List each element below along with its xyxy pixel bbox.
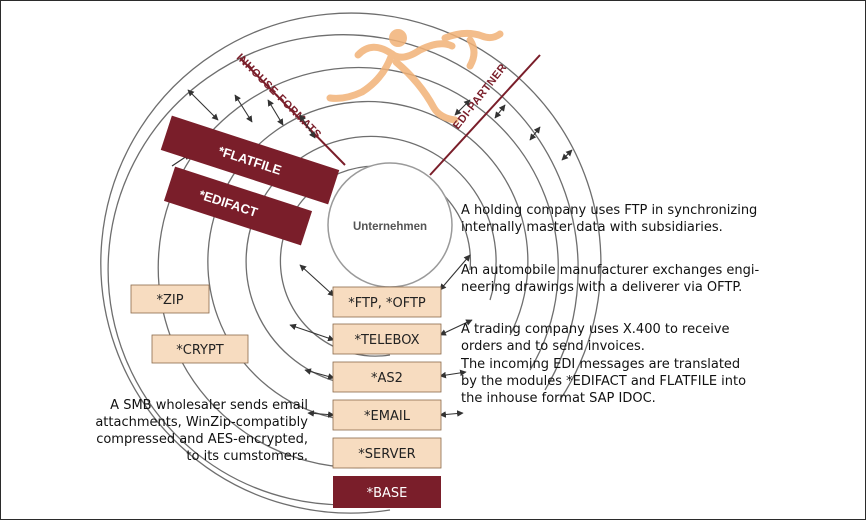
arrow-tl-3 <box>267 99 284 126</box>
as2-module: *AS2 <box>332 361 442 393</box>
partner-divider-line <box>429 54 541 176</box>
base-module: *BASE <box>333 476 441 508</box>
arrow-email-out <box>439 410 464 418</box>
connector-arrows <box>171 89 573 418</box>
arrow-tl-4 <box>299 114 316 139</box>
arrow-telebox-in <box>289 323 335 342</box>
arrow-tr-3 <box>529 126 541 141</box>
arrow-as2-in <box>304 368 335 380</box>
server-module: *SERVER <box>332 437 442 469</box>
ftp-oftp-module: *FTP, *OFTP <box>332 286 442 318</box>
arc-4 <box>207 100 529 423</box>
base-label: *BASE <box>367 486 408 501</box>
center-label: Unternehmen <box>353 221 427 233</box>
telebox-label: *TELEBOX <box>354 333 419 348</box>
arrow-tl-2 <box>234 94 253 123</box>
arc-outer-2 <box>107 34 579 506</box>
note-smb-wholesaler: A SMB wholesaler sends email attachments… <box>95 398 308 464</box>
note-holding-company: A holding company uses FTP in synchroniz… <box>461 203 758 235</box>
arrow-email-in <box>307 410 335 418</box>
as2-label: *AS2 <box>371 371 403 386</box>
note-incoming-edi: The incoming EDI messages are translated… <box>461 357 747 406</box>
arc-outer-1 <box>100 12 602 514</box>
ftp-oftp-label: *FTP, *OFTP <box>348 296 426 311</box>
arrow-tr-1 <box>454 99 471 116</box>
arrow-tr-2 <box>494 104 506 119</box>
running-figure-logo <box>326 29 504 124</box>
arrow-telebox-out <box>439 319 473 336</box>
server-label: *SERVER <box>358 447 415 462</box>
email-label: *EMAIL <box>364 409 411 424</box>
arrow-ftp-in <box>299 264 335 297</box>
zip-label: *ZIP <box>156 293 183 308</box>
crypt-label: *CRYPT <box>176 343 224 358</box>
zip-module: *ZIP <box>130 284 210 314</box>
edifact-module: *EDIFACT <box>163 166 313 246</box>
telebox-module: *TELEBOX <box>332 323 442 355</box>
note-trading-company: A trading company uses X.400 to receive … <box>461 322 730 354</box>
crypt-module: *CRYPT <box>151 334 249 364</box>
arrow-tr-4 <box>561 149 573 161</box>
note-automobile-manufacturer: An automobile manufacturer exchanges eng… <box>461 263 760 295</box>
arrow-tl-1 <box>187 89 219 121</box>
inhouse-divider-line <box>239 57 346 166</box>
arrow-as2-out <box>439 369 467 379</box>
arrow-ftp-out <box>439 254 471 291</box>
email-module: *EMAIL <box>332 399 442 431</box>
